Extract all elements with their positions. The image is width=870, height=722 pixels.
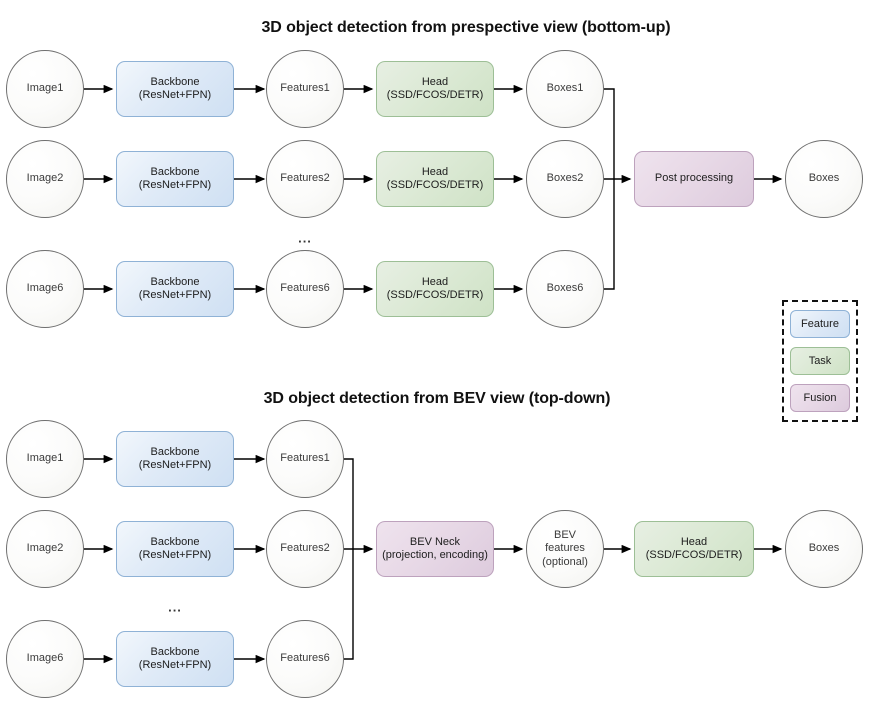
node-post-processing[interactable]: Post processing: [634, 151, 754, 207]
node-bev-features[interactable]: BEV features (optional): [526, 510, 604, 588]
edge-boxes1-bus: [604, 88, 615, 179]
edge-features1-bus-bev: [344, 458, 354, 549]
edge-boxes6-bus: [604, 179, 615, 290]
node-backbone1-bev[interactable]: Backbone (ResNet+FPN): [116, 431, 234, 487]
node-features2-top[interactable]: Features2: [266, 140, 344, 218]
node-image6-bev[interactable]: Image6: [6, 620, 84, 698]
node-boxes2-top[interactable]: Boxes2: [526, 140, 604, 218]
node-features2-bev[interactable]: Features2: [266, 510, 344, 588]
node-boxes-top[interactable]: Boxes: [785, 140, 863, 218]
section-title-bev: 3D object detection from BEV view (top-d…: [263, 390, 611, 407]
edge-features6-bus-bev: [344, 549, 354, 660]
node-boxes6-top[interactable]: Boxes6: [526, 250, 604, 328]
ellipsis-separator: ...: [168, 599, 182, 615]
legend-fusion[interactable]: Fusion: [790, 384, 850, 412]
node-boxes1-top[interactable]: Boxes1: [526, 50, 604, 128]
node-backbone2-bev[interactable]: Backbone (ResNet+FPN): [116, 521, 234, 577]
node-head2-top[interactable]: Head (SSD/FCOS/DETR): [376, 151, 494, 207]
node-bev-neck[interactable]: BEV Neck (projection, encoding): [376, 521, 494, 577]
legend-feature[interactable]: Feature: [790, 310, 850, 338]
node-features1-bev[interactable]: Features1: [266, 420, 344, 498]
node-backbone6-bev[interactable]: Backbone (ResNet+FPN): [116, 631, 234, 687]
ellipsis-separator: ...: [298, 230, 312, 246]
node-backbone2-top[interactable]: Backbone (ResNet+FPN): [116, 151, 234, 207]
node-backbone6-top[interactable]: Backbone (ResNet+FPN): [116, 261, 234, 317]
node-head1-top[interactable]: Head (SSD/FCOS/DETR): [376, 61, 494, 117]
node-image1-top[interactable]: Image1: [6, 50, 84, 128]
node-features6-bev[interactable]: Features6: [266, 620, 344, 698]
node-image2-top[interactable]: Image2: [6, 140, 84, 218]
node-backbone1-top[interactable]: Backbone (ResNet+FPN): [116, 61, 234, 117]
node-features6-top[interactable]: Features6: [266, 250, 344, 328]
section-title-perspective: 3D object detection from prespective vie…: [261, 19, 671, 36]
node-image1-bev[interactable]: Image1: [6, 420, 84, 498]
legend-task[interactable]: Task: [790, 347, 850, 375]
node-head-bev[interactable]: Head (SSD/FCOS/DETR): [634, 521, 754, 577]
node-head6-top[interactable]: Head (SSD/FCOS/DETR): [376, 261, 494, 317]
node-features1-top[interactable]: Features1: [266, 50, 344, 128]
node-image6-top[interactable]: Image6: [6, 250, 84, 328]
node-boxes-bev[interactable]: Boxes: [785, 510, 863, 588]
node-image2-bev[interactable]: Image2: [6, 510, 84, 588]
